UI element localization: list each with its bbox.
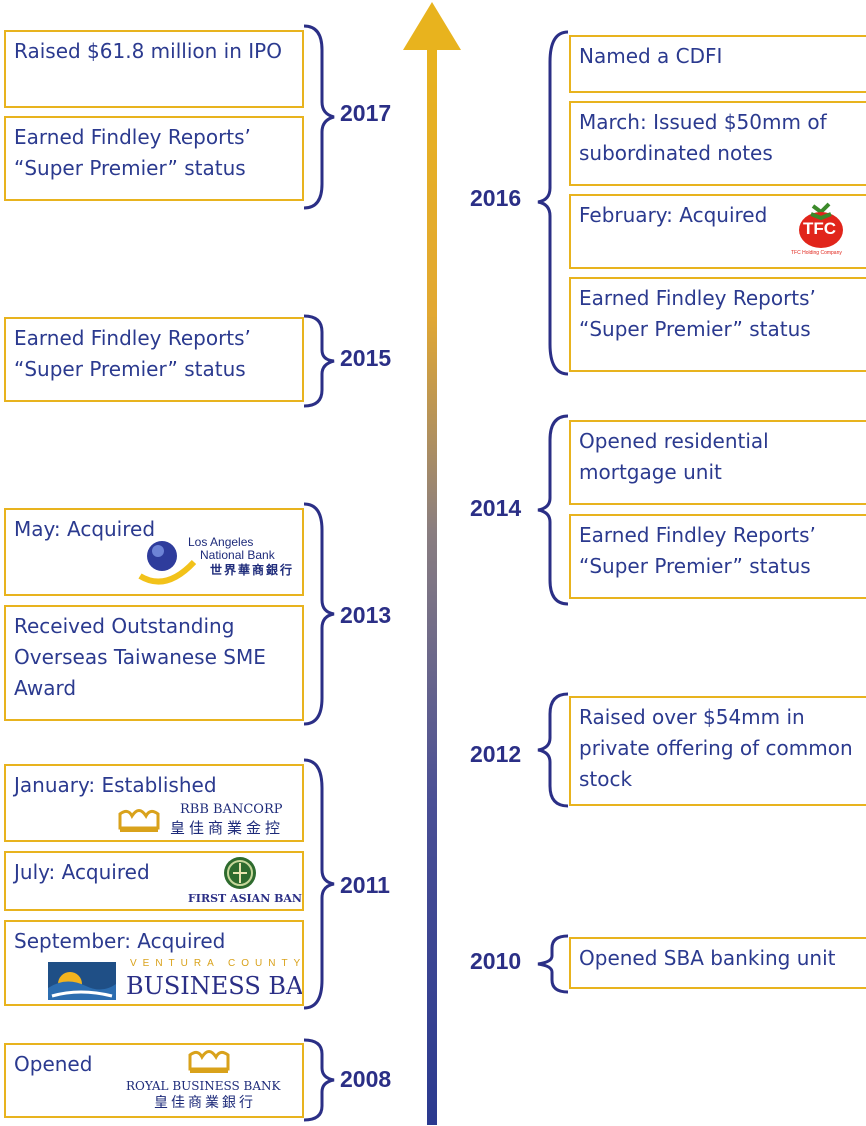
item-2013-lanb: May: Acquired Los Angeles National Bank … (4, 508, 304, 596)
first-asian-emblem-icon (224, 857, 256, 889)
year-2014: 2014 (470, 495, 522, 521)
brace-2015 (303, 314, 335, 408)
brace-2014 (537, 414, 569, 606)
brace-2008 (303, 1038, 335, 1122)
brace-2012 (537, 692, 569, 808)
tomato-icon (799, 202, 843, 248)
item-2016-tfc-text: February: Acquired (579, 203, 768, 227)
royal-business-bank-chinese: 皇佳商業銀行 (154, 1095, 256, 1111)
item-2016-findley-text: Earned Findley Reports’ “Super Premier” … (579, 286, 816, 341)
tfc-logo-letters: TFC (803, 219, 837, 238)
item-2011-ventura-text: September: Acquired (14, 929, 226, 953)
item-2011-first-asian-text: July: Acquired (14, 860, 150, 884)
lanb-logo-line3: 世界華商銀行 (210, 563, 295, 577)
royal-business-bank-name: ROYAL BUSINESS BANK (126, 1079, 281, 1093)
item-2015-findley-text: Earned Findley Reports’ “Super Premier” … (14, 326, 251, 381)
ventura-sun-icon (48, 962, 116, 1000)
item-2008-text: Opened (14, 1052, 93, 1076)
timeline-arrowhead (403, 2, 461, 50)
year-2015: 2015 (340, 345, 392, 371)
crown-icon (188, 1050, 230, 1073)
ventura-county-business-bank-logo: VENTURA COUNTY BUSINESS BANK (46, 958, 304, 1004)
item-2013-award-text: Received Outstanding Overseas Taiwanese … (14, 614, 266, 700)
first-asian-bank-name: FIRST ASIAN BANK (188, 892, 304, 905)
rbb-bancorp-chinese: 皇佳商業金控 (170, 819, 285, 837)
timeline-shaft (427, 44, 437, 1125)
globe-icon (138, 541, 196, 585)
year-2012: 2012 (470, 741, 522, 767)
item-2012-offering: Raised over $54mm in private offering of… (569, 696, 866, 806)
item-2017-ipo-text: Raised $61.8 million in IPO (14, 39, 282, 63)
business-bank-text: BUSINESS BANK (126, 972, 304, 1000)
tfc-logo: TFC TFC Holding Company (791, 200, 857, 264)
lanb-logo-line1: Los Angeles (188, 535, 254, 549)
item-2011-rbb-bancorp: January: Established RBB BANCORP 皇佳商業金控 (4, 764, 304, 842)
brace-2010 (537, 934, 569, 994)
item-2016-notes: March: Issued $50mm of subordinated note… (569, 101, 866, 186)
brace-2011 (303, 758, 335, 1010)
item-2016-tfc: February: Acquired TFC TFC Holding Compa… (569, 194, 866, 269)
brace-2016 (537, 30, 569, 376)
item-2010-sba-text: Opened SBA banking unit (579, 946, 836, 970)
lanb-logo: Los Angeles National Bank 世界華商銀行 (136, 528, 302, 592)
item-2014-mortgage: Opened residential mortgage unit (569, 420, 866, 505)
item-2012-offering-text: Raised over $54mm in private offering of… (579, 705, 853, 791)
rbb-bancorp-logo: RBB BANCORP 皇佳商業金控 (116, 802, 302, 840)
item-2016-cdfi: Named a CDFI (569, 35, 866, 93)
year-2013: 2013 (340, 602, 392, 628)
rbb-bancorp-name: RBB BANCORP (180, 802, 283, 817)
item-2014-findley: Earned Findley Reports’ “Super Premier” … (569, 514, 866, 599)
item-2013-award: Received Outstanding Overseas Taiwanese … (4, 605, 304, 721)
year-2010: 2010 (470, 948, 522, 974)
year-2008: 2008 (340, 1066, 392, 1092)
brace-2013 (303, 502, 335, 726)
item-2017-findley: Earned Findley Reports’ “Super Premier” … (4, 116, 304, 201)
item-2013-lanb-text: May: Acquired (14, 517, 156, 541)
year-2017: 2017 (340, 100, 392, 126)
item-2011-first-asian: July: Acquired FIRST ASIAN BANK (4, 851, 304, 911)
item-2017-findley-text: Earned Findley Reports’ “Super Premier” … (14, 125, 251, 180)
item-2015-findley: Earned Findley Reports’ “Super Premier” … (4, 317, 304, 402)
crown-icon (118, 809, 160, 832)
item-2014-mortgage-text: Opened residential mortgage unit (579, 429, 769, 484)
tfc-logo-caption: TFC Holding Company (791, 250, 842, 256)
brace-2017 (303, 24, 335, 210)
lanb-logo-line2: National Bank (200, 548, 275, 562)
royal-business-bank-logo: ROYAL BUSINESS BANK 皇佳商業銀行 (126, 1047, 302, 1115)
item-2011-rbb-text: January: Established (14, 773, 217, 797)
item-2010-sba: Opened SBA banking unit (569, 937, 866, 989)
item-2008-rbb: Opened ROYAL BUSINESS BANK 皇佳商業銀行 (4, 1043, 304, 1118)
item-2011-ventura: September: Acquired VENTURA COUNTY BUSIN… (4, 920, 304, 1006)
item-2016-cdfi-text: Named a CDFI (579, 44, 723, 68)
year-2016: 2016 (470, 185, 522, 211)
item-2016-notes-text: March: Issued $50mm of subordinated note… (579, 110, 827, 165)
first-asian-bank-logo: FIRST ASIAN BANK (174, 855, 304, 909)
ventura-county-text: VENTURA COUNTY (130, 958, 304, 969)
item-2014-findley-text: Earned Findley Reports’ “Super Premier” … (579, 523, 816, 578)
item-2016-findley: Earned Findley Reports’ “Super Premier” … (569, 277, 866, 372)
year-2011: 2011 (340, 872, 390, 898)
item-2017-ipo: Raised $61.8 million in IPO (4, 30, 304, 108)
